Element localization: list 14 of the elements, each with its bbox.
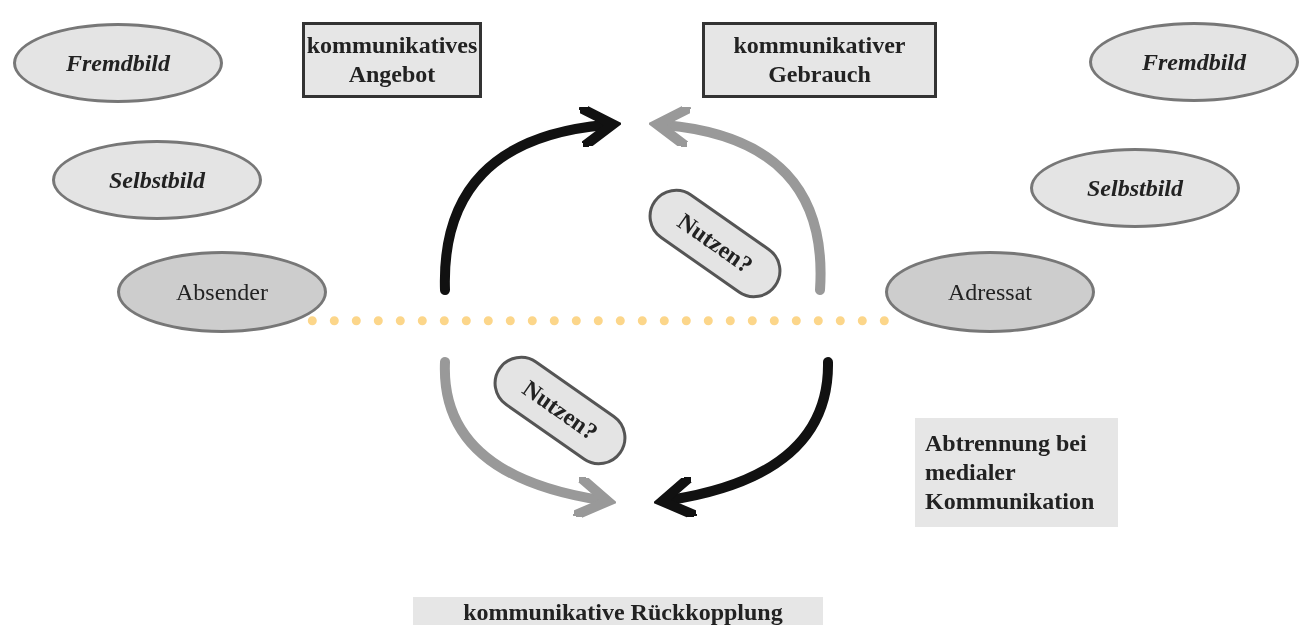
node-label: Abtrennung bei medialer Kommunikation [925, 429, 1096, 516]
node-label: kommunikatives Angebot [305, 31, 479, 89]
caption-panel [413, 597, 823, 625]
label-box [702, 22, 937, 98]
node-label: Selbstbild [109, 166, 205, 194]
node-label: Selbstbild [1087, 174, 1183, 202]
node-label: Adressat [948, 278, 1032, 306]
node-label: Absender [176, 278, 268, 306]
note-panel [915, 418, 1118, 527]
label-box [302, 22, 482, 98]
node-label: Fremdbild [1142, 48, 1246, 76]
node-label: kommunikative Rückkopplung [463, 597, 783, 625]
node-label: kommunikativer Gebrauch [732, 31, 907, 89]
node-label: Fremdbild [66, 49, 170, 77]
